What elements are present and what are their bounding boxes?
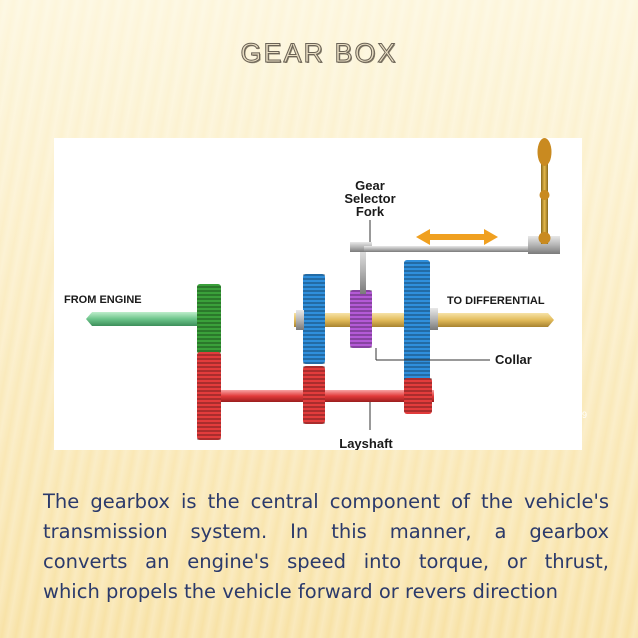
label-gear-selector-fork-2: Selector bbox=[344, 191, 395, 206]
selector-fork bbox=[350, 236, 560, 294]
layshaft-gear-2 bbox=[303, 366, 325, 424]
body-line-3: converts an engine's speed into torque, … bbox=[43, 550, 609, 573]
label-from-engine: FROM ENGINE bbox=[64, 294, 142, 306]
gearbox-diagram: Gear Selector Fork FROM ENGINE TO DIFFER… bbox=[54, 138, 582, 450]
layshaft-gear-1 bbox=[197, 352, 221, 440]
label-gear-selector-fork-1: Gear bbox=[355, 178, 385, 193]
collar bbox=[350, 290, 372, 348]
output-gear-2 bbox=[296, 274, 325, 364]
body-line-2: transmission system. In this manner, a g… bbox=[43, 520, 609, 543]
body-line-4: which propels the vehicle forward or rev… bbox=[43, 580, 558, 603]
label-to-differential: TO DIFFERENTIAL bbox=[447, 295, 545, 307]
label-gear-selector-fork-3: Fork bbox=[356, 204, 385, 219]
label-collar: Collar bbox=[495, 352, 532, 367]
input-shaft bbox=[86, 312, 204, 326]
callout-lines bbox=[72, 220, 490, 430]
output-gear-3 bbox=[404, 260, 438, 382]
label-layshaft: Layshaft bbox=[339, 436, 393, 450]
slide-title: GEAR BOX bbox=[240, 38, 398, 69]
slide-number: 9 bbox=[582, 410, 588, 420]
input-gear bbox=[197, 284, 221, 354]
shift-arrow bbox=[416, 229, 498, 245]
layshaft-gear-3 bbox=[404, 378, 432, 414]
body-paragraph: The gearbox is the central component of … bbox=[43, 487, 609, 607]
gear-lever bbox=[537, 138, 552, 244]
body-line-1: The gearbox is the central component of … bbox=[43, 490, 609, 513]
